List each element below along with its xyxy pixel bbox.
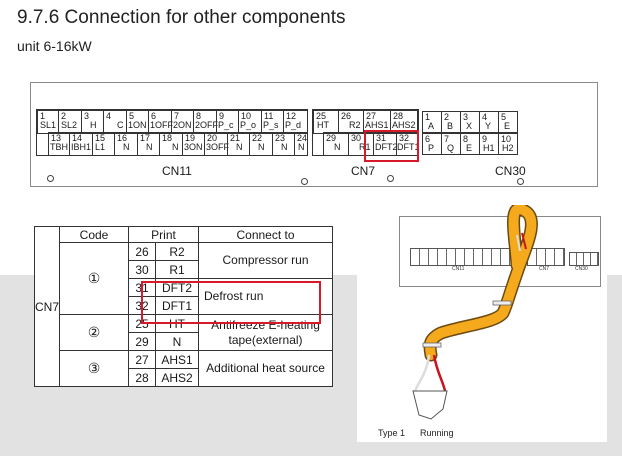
mini-cn7-label: CN7 (539, 266, 550, 272)
pin-number: 29 (128, 332, 157, 351)
pin-number: 27 (128, 350, 157, 369)
code-1: ① (59, 242, 130, 315)
white-wire (516, 234, 521, 252)
cn7-cell: CN7 (33, 226, 61, 387)
connect-antifreeze-tape: Antifreeze E-heating tape(external) (198, 314, 334, 351)
orange-cable-fill (425, 205, 537, 360)
bottom-red-wire (432, 354, 447, 392)
cn7-label: CN7 (351, 164, 376, 178)
mounting-hole (517, 178, 524, 185)
print-header: Print (128, 226, 200, 243)
pin-number: 26 (128, 242, 157, 261)
mounting-hole (47, 175, 54, 182)
section-title: 9.7.6 Connection for other components (17, 7, 346, 28)
red-wire (521, 232, 527, 250)
pin-print: AHS2 (155, 368, 200, 387)
cable-tie (422, 342, 442, 348)
cn30-label: CN30 (495, 164, 526, 178)
connection-code-table: CN7 Code Print Connect to ① 26 R2 Compre… (33, 226, 334, 387)
connect-defrost-run: Defrost run (198, 278, 334, 315)
mini-cn30-block (569, 252, 599, 266)
type-label: Type 1 (378, 428, 406, 438)
bottom-white-wire (413, 354, 431, 392)
pin-print: R1 (155, 260, 200, 279)
mini-terminal-board: CN11 CN7 CN30 (399, 216, 601, 287)
cable-tie (492, 300, 512, 306)
mounting-hole (301, 178, 308, 185)
connect-additional-heat: Additional heat source (198, 350, 334, 387)
mini-cn11-label: CN11 (452, 266, 465, 272)
pin-number: 30 (128, 260, 157, 279)
pin-print: AHS1 (155, 350, 200, 369)
pin-print: N (155, 332, 200, 351)
code-2: ② (59, 314, 130, 351)
terminal-lug (412, 390, 448, 420)
connect-compressor-run: Compressor run (198, 242, 334, 279)
mini-cn30-label: CN30 (575, 266, 588, 272)
defrost-terminal-highlight (364, 130, 419, 162)
mounting-hole (387, 175, 394, 182)
wiring-illustration: CN11 CN7 CN30 Type 1 Running (357, 205, 607, 442)
pin-number: 28 (128, 368, 157, 387)
cable-drawing (412, 205, 538, 420)
connect-header: Connect to (198, 226, 334, 243)
defrost-row-highlight (141, 281, 321, 324)
running-label: Running (420, 428, 454, 438)
unit-subtitle: unit 6-16kW (17, 38, 92, 54)
code-3: ③ (59, 350, 130, 387)
code-header: Code (59, 226, 130, 243)
cn11-label: CN11 (162, 164, 192, 178)
pin-print: R2 (155, 242, 200, 261)
